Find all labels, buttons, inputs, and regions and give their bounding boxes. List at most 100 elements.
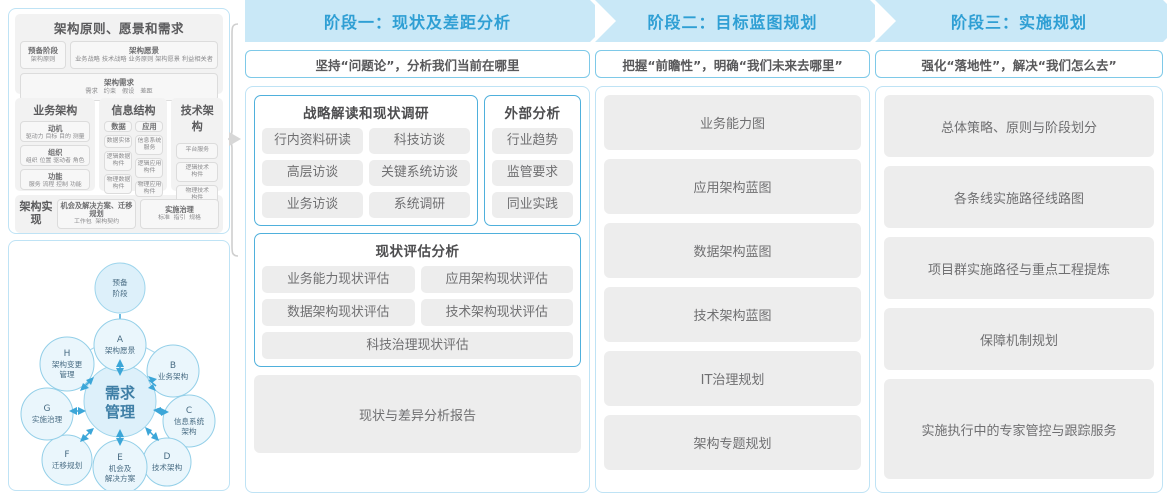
function-item: 功能 [69, 182, 82, 188]
strategy-item[interactable]: 业务访谈 [262, 192, 363, 218]
opportunity-item: 架构契约 [95, 218, 119, 225]
adm-node-b-label: 业务架构 [158, 371, 189, 381]
adm-node-a-label: 架构愿景 [105, 345, 136, 355]
adm-cycle-svg: 预备 阶段 需求 管理 A 架构愿景 B 业务架构 C 信息系统 架构 [20, 262, 216, 490]
logical-data-label: 逻辑数据构件 [106, 153, 131, 167]
bracket-connector-icon [228, 23, 241, 257]
blueprint-item[interactable]: 应用架构蓝图 [604, 159, 861, 214]
adm-node-e-letter: E [117, 453, 123, 463]
prep-stage-item: 架构原则 [30, 55, 56, 63]
function-item: 服务 [28, 182, 41, 188]
blueprint-item[interactable]: 架构专题规划 [604, 415, 861, 470]
implementation-item[interactable]: 实施执行中的专家管控与跟踪服务 [884, 379, 1154, 479]
implementation-item[interactable]: 项目群实施路径与重点工程提炼 [884, 237, 1154, 299]
prep-stage-title: 预备阶段 [28, 46, 58, 56]
phase-1-subtitle-bar: 坚持“问题论”，分析我们当前在哪里 [245, 50, 590, 78]
framework-header: 架构原则、愿景和需求 [53, 21, 184, 36]
organization-item: 位置 [39, 158, 52, 164]
vision-item: 利益相关者 [181, 55, 213, 63]
phase-1-header-label: 阶段一：现状及差距分析 [323, 13, 511, 32]
vision-item: 业务原则 [128, 55, 154, 63]
function-item: 控制 [56, 182, 68, 188]
phase-column-3: 阶段三：实施规划 强化“落地性”，解决“我们怎么去” 总体策略、原则与阶段划分 … [875, 0, 1167, 493]
requirements-items: 需求 约束 假设 差距 [85, 88, 152, 96]
blueprint-item[interactable]: 业务能力图 [604, 95, 861, 150]
adm-node-d-label: 技术架构 [152, 462, 183, 472]
strategy-item[interactable]: 系统调研 [369, 192, 470, 218]
architecture-vision-box: 架构愿景 业务战略 技术战略 业务原则 架构愿景 利益相关者 [70, 41, 218, 69]
adm-node-h-letter: H [64, 349, 71, 359]
assessment-item[interactable]: 数据架构现状评估 [262, 299, 415, 326]
motivation-item: 目标 [45, 134, 58, 140]
phase-2-header[interactable]: 阶段二：目标蓝图规划 [595, 0, 891, 42]
motivation-item: 目的 [59, 134, 71, 140]
adm-node-c [162, 394, 216, 448]
adm-node-a-letter: A [117, 335, 124, 345]
vision-items: 业务战略 技术战略 业务原则 架构愿景 利益相关者 [75, 56, 213, 64]
governance-item: 指引 [173, 215, 186, 222]
organization-items: 组织 位置 驱动者 角色 [21, 158, 89, 165]
motivation-item: 测量 [72, 134, 85, 140]
strategy-item[interactable]: 科技访谈 [369, 128, 470, 154]
adm-node-d [142, 437, 192, 487]
external-analysis-card: 外部分析 行业趋势 监管要求 同业实践 [484, 95, 581, 226]
organization-item: 驱动者 [53, 158, 71, 164]
strategy-item[interactable]: 行内资料研读 [262, 128, 363, 154]
phase-1-subtitle: 坚持“问题论”，分析我们当前在哪里 [315, 57, 520, 73]
strategy-item[interactable]: 关键系统访谈 [369, 160, 470, 186]
blueprint-item[interactable]: 数据架构蓝图 [604, 223, 861, 278]
implementation-item[interactable]: 总体策略、原则与阶段划分 [884, 95, 1154, 157]
phase-3-header-label: 阶段三：实施规划 [950, 13, 1087, 32]
assessment-item[interactable]: 技术架构现状评估 [420, 299, 573, 326]
current-state-assessment-title: 现状评估分析 [375, 244, 460, 260]
motivation-title: 动机 [48, 124, 63, 133]
adm-node-b [146, 344, 200, 398]
strategy-item[interactable]: 高层访谈 [262, 160, 363, 186]
logical-data-box: 逻辑数据构件 [104, 151, 133, 171]
adm-node-h-label1: 架构变更 [52, 359, 83, 369]
adm-node-c-label2: 架构 [181, 426, 197, 436]
requirement-item: 约束 [103, 87, 117, 95]
requirements-title: 架构需求 [104, 78, 134, 88]
application-column-header: 应用 [135, 121, 164, 132]
prep-stage-box: 预备阶段 架构原则 [20, 41, 66, 69]
implementation-governance-items: 标准 指引 规格 [158, 215, 201, 222]
adm-node-g-label: 实施治理 [32, 414, 63, 424]
phase-1-body: 战略解读和现状调研 行内资料研读 科技访谈 高层访谈 关键系统访谈 业务访谈 系 [245, 86, 590, 493]
external-analysis-title: 外部分析 [504, 106, 561, 122]
assessment-item[interactable]: 应用架构现状评估 [420, 266, 573, 293]
application-title: 应用 [142, 121, 157, 131]
organization-item: 角色 [72, 158, 85, 164]
blueprint-item[interactable]: 技术架构蓝图 [604, 287, 861, 342]
organization-title: 组织 [48, 148, 63, 157]
physical-application-label: 物理应用构件 [137, 181, 162, 195]
information-system-service-label: 信息系统服务 [137, 137, 162, 151]
gap-analysis-report[interactable]: 现状与差异分析报告 [254, 375, 581, 453]
adm-node-g [20, 387, 74, 441]
motivation-item: 驱动力 [25, 134, 44, 140]
adm-center-line2: 管理 [105, 403, 135, 421]
phase-3-header[interactable]: 阶段三：实施规划 [875, 0, 1167, 42]
implementation-item[interactable]: 各条线实施路径线路图 [884, 166, 1154, 228]
adm-node-g-letter: G [44, 404, 51, 414]
adm-node-f-letter: F [64, 450, 69, 460]
assessment-item-full[interactable]: 科技治理现状评估 [262, 332, 573, 359]
platform-service-label: 平台服务 [185, 147, 209, 154]
physical-application-box: 物理应用构件 [135, 181, 164, 197]
current-state-assessment-card: 现状评估分析 业务能力现状评估 应用架构现状评估 数据架构现状评估 技术架构现状… [254, 233, 581, 367]
external-item[interactable]: 同业实践 [492, 192, 573, 218]
phase-1-header[interactable]: 阶段一：现状及差距分析 [245, 0, 611, 42]
business-architecture-title: 业务架构 [33, 104, 78, 117]
phase-3-subtitle: 强化“落地性”，解决“我们怎么去” [921, 57, 1117, 73]
external-item[interactable]: 监管要求 [492, 160, 573, 186]
implementation-item[interactable]: 保障机制规划 [884, 308, 1154, 370]
requirement-item: 需求 [85, 87, 98, 95]
blueprint-item[interactable]: IT治理规划 [604, 351, 861, 406]
strategy-research-card: 战略解读和现状调研 行内资料研读 科技访谈 高层访谈 关键系统访谈 业务访谈 系 [254, 95, 478, 226]
external-item[interactable]: 行业趋势 [492, 128, 573, 154]
adm-prep-line2: 阶段 [112, 288, 128, 298]
data-title: 数据 [111, 121, 126, 131]
assessment-item[interactable]: 业务能力现状评估 [262, 266, 415, 293]
adm-node-e-label1: 机会及 [109, 463, 132, 473]
